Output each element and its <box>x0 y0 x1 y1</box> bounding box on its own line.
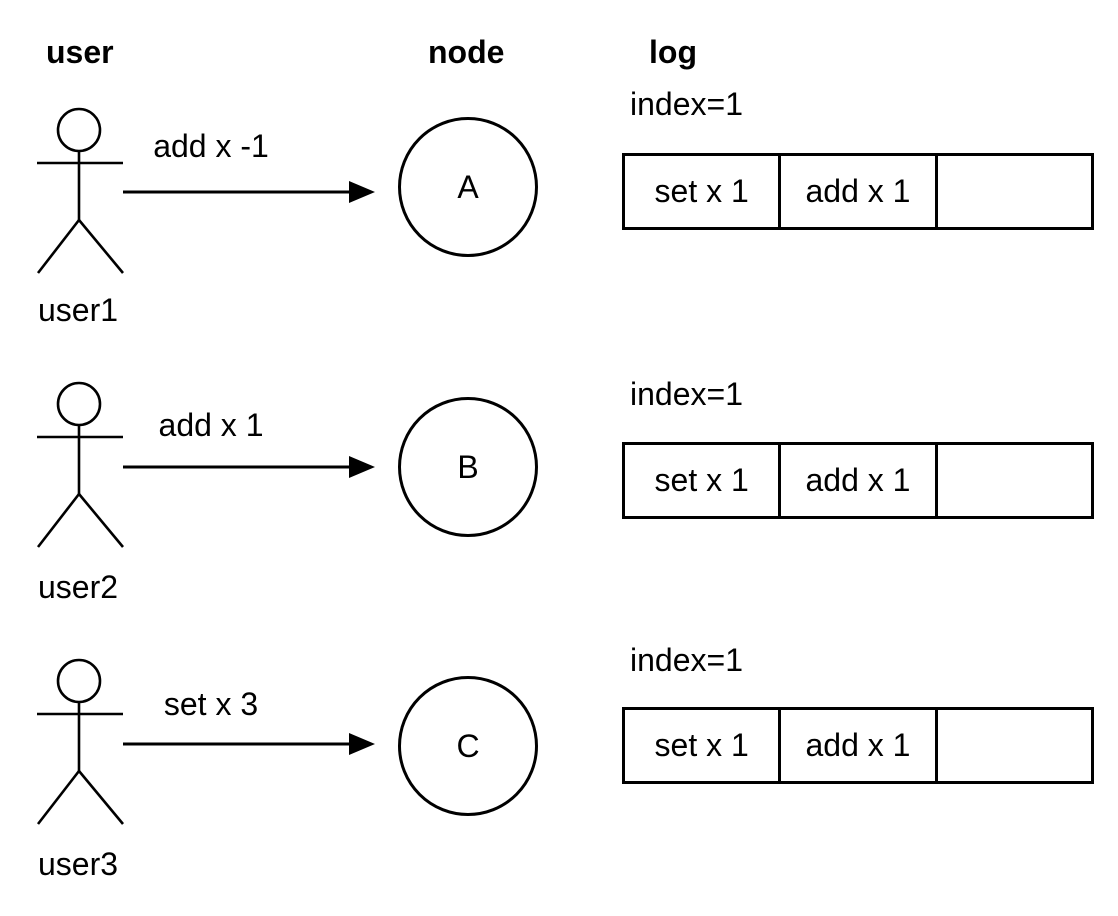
log-cell: add x 1 <box>778 445 934 516</box>
node-label: A <box>457 169 479 205</box>
arrow-right-icon <box>123 733 375 755</box>
user-label: user2 <box>38 569 119 605</box>
node-circle: C <box>398 676 538 816</box>
stick-figure-icon <box>36 381 125 548</box>
stick-figure-icon <box>36 107 125 274</box>
log-index-label: index=1 <box>630 376 743 412</box>
log-table: set x 1 add x 1 <box>622 153 1094 230</box>
log-cell <box>934 445 1091 516</box>
log-cell: add x 1 <box>778 710 934 781</box>
node-circle: B <box>398 397 538 537</box>
message-label: add x 1 <box>158 407 264 443</box>
user-label: user1 <box>38 292 119 328</box>
column-header-node: node <box>428 34 505 70</box>
node-label: C <box>456 728 480 764</box>
log-table: set x 1 add x 1 <box>622 707 1094 784</box>
message-label: add x -1 <box>153 128 269 164</box>
log-index-label: index=1 <box>630 642 743 678</box>
log-cell <box>934 710 1091 781</box>
message-label: set x 3 <box>163 686 259 722</box>
log-cell <box>934 156 1091 227</box>
stick-figure-icon <box>36 658 125 825</box>
arrow-right-icon <box>123 456 375 478</box>
log-index-label: index=1 <box>630 86 743 122</box>
node-circle: A <box>398 117 538 257</box>
node-label: B <box>457 449 479 485</box>
log-cell: set x 1 <box>654 462 749 498</box>
log-cell: add x 1 <box>778 156 934 227</box>
log-cell: set x 1 <box>654 727 749 763</box>
arrow-right-icon <box>123 181 375 203</box>
column-header-log: log <box>649 34 697 70</box>
user-label: user3 <box>38 846 119 882</box>
column-header-user: user <box>46 34 114 70</box>
log-cell: set x 1 <box>654 173 749 209</box>
log-table: set x 1 add x 1 <box>622 442 1094 519</box>
